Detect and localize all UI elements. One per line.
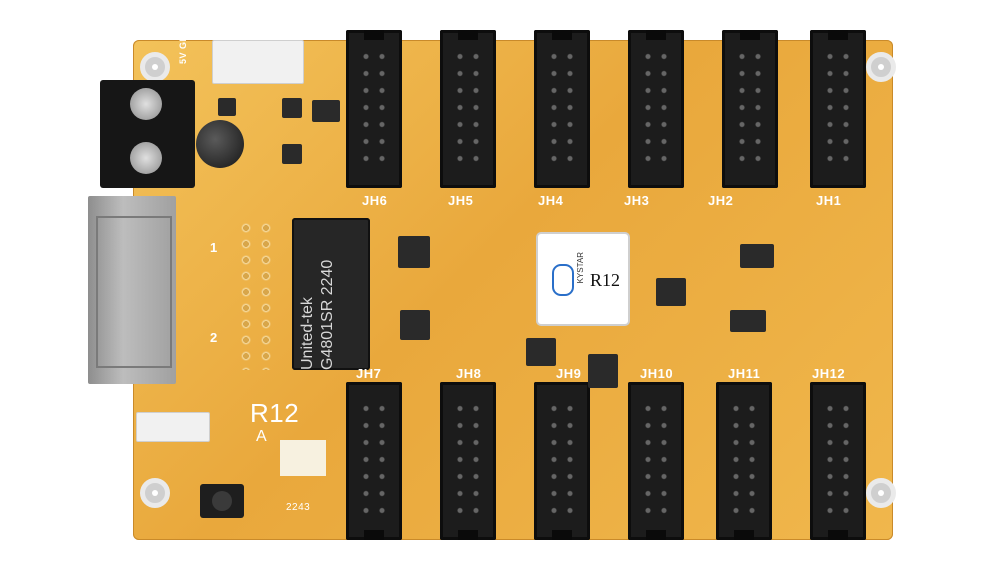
ic-chip: [526, 338, 556, 366]
board-rev: A: [256, 428, 268, 445]
label-jh2: JH2: [708, 193, 734, 208]
kystar-logo-icon: [552, 264, 574, 296]
label-jh6: JH6: [362, 193, 388, 208]
transformer-text: United-tek G4801SR 2240: [299, 259, 336, 370]
ic-chip: [588, 354, 618, 388]
board-model: R12: [250, 398, 300, 428]
screw: [130, 88, 162, 120]
header-jh10: [628, 382, 684, 540]
main-controller-chip: KYSTAR R12: [538, 234, 628, 324]
header-jh5: [440, 30, 496, 188]
label-jh9: JH9: [556, 366, 582, 381]
power-terminal-block: [100, 80, 195, 188]
header-jh6: [346, 30, 402, 188]
screw: [130, 142, 162, 174]
label-jh4: JH4: [538, 193, 564, 208]
date-code: 2243: [286, 502, 311, 513]
label-jh11: JH11: [728, 366, 761, 381]
label-jh1: JH1: [816, 193, 842, 208]
network-transformer: United-tek G4801SR 2240: [292, 218, 370, 370]
ic-chip: [740, 244, 774, 268]
reset-button: [200, 484, 244, 518]
mounting-hole: [140, 478, 170, 508]
ic-chip: [282, 144, 302, 164]
eth-port-1-label: 1: [210, 240, 218, 255]
chip-brand: KYSTAR: [576, 252, 585, 284]
label-jh12: JH12: [812, 366, 846, 381]
label-jh8: JH8: [456, 366, 482, 381]
pin-row: [236, 220, 256, 370]
header-jh7: [346, 382, 402, 540]
ethernet-port: [88, 196, 176, 384]
header-jh11: [716, 382, 772, 540]
ic-chip: [218, 98, 236, 116]
label-jh3: JH3: [624, 193, 650, 208]
ic-chip: [312, 100, 340, 122]
header-jh8: [440, 382, 496, 540]
header-jh4: [534, 30, 590, 188]
ic-chip: [282, 98, 302, 118]
label-jh5: JH5: [448, 193, 474, 208]
mounting-hole: [140, 52, 170, 82]
mounting-hole: [866, 52, 896, 82]
header-jh12: [810, 382, 866, 540]
power-labels: 5V GND: [178, 27, 188, 64]
header-jh1: [810, 30, 866, 188]
chip-model: R12: [590, 270, 621, 290]
pin-row: [256, 220, 276, 370]
capacitor: [196, 120, 244, 168]
label-jh7: JH7: [356, 366, 382, 381]
label-jh10: JH10: [640, 366, 674, 381]
label-pad: [280, 440, 326, 476]
header-jh9: [534, 382, 590, 540]
ic-chip: [400, 310, 430, 340]
ic-chip: [656, 278, 686, 306]
header-jh3: [628, 30, 684, 188]
ic-chip: [398, 236, 430, 268]
mounting-hole: [866, 478, 896, 508]
eth-port-2-label: 2: [210, 330, 218, 345]
side-connector: [136, 412, 210, 442]
header-jh2: [722, 30, 778, 188]
power-connector: [212, 40, 304, 84]
ic-chip: [730, 310, 766, 332]
